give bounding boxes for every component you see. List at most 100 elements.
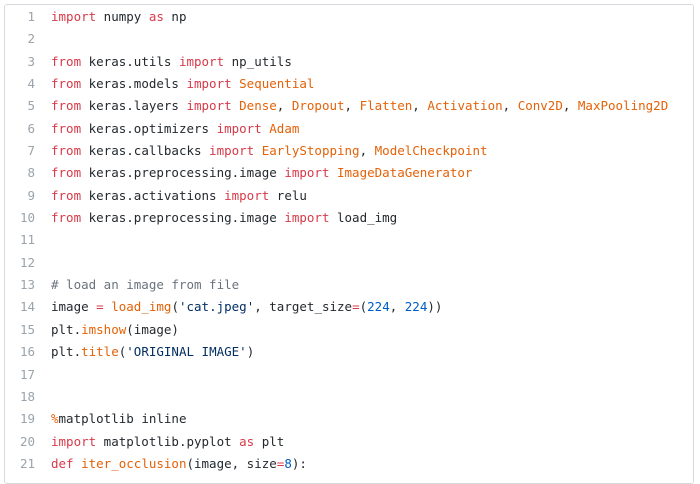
code-token: import [284,210,330,226]
code-token: ImageDataGenerator [337,165,473,181]
code-token: def [51,455,74,471]
code-line[interactable]: 18 [5,386,693,408]
code-line[interactable]: 5 from keras.layers import Dense, Dropout… [5,95,693,117]
code-token: as [239,433,255,449]
code-token: keras.preprocessing.image [81,210,285,226]
code-line[interactable]: 7 from keras.callbacks import EarlyStoppi… [5,140,693,162]
code-token: from [51,98,82,114]
line-number: 10 [19,210,35,226]
code-token: ( [359,299,368,315]
line-number: 13 [19,277,35,293]
code-token: from [51,143,82,159]
code-token: import [51,433,97,449]
line-number: 11 [19,232,35,248]
code-token: keras.preprocessing.image [81,165,285,181]
code-token: import [186,98,232,114]
line-number: 18 [19,388,35,404]
code-token: imshow [81,321,127,337]
code-token: 8 [284,455,292,471]
code-token: (image, size [186,455,277,471]
line-number: 14 [19,299,35,315]
code-token: = [96,299,104,315]
code-line[interactable]: 13 # load an image from file [5,274,693,296]
code-token: ): [291,455,307,471]
code-token: 224 [367,299,390,315]
code-token: , [276,98,292,114]
code-token: matplotlib inline [58,411,187,427]
line-code: from keras.optimizers import Adam [51,118,299,140]
line-code: from keras.preprocessing.image import lo… [51,207,397,229]
code-line[interactable]: 19%matplotlib inline [5,408,693,430]
code-line[interactable]: 10 from keras.preprocessing.image import … [5,207,693,229]
code-token: # load an image from file [51,277,240,293]
code-line[interactable]: 17 [5,364,693,386]
code-token: ( [171,299,179,315]
line-number: 12 [19,254,35,270]
code-token: % [51,411,59,427]
code-token: )) [427,299,443,315]
code-token: = [352,299,360,315]
line-number: 8 [27,165,35,181]
line-code: from keras.activations import relu [51,185,307,207]
line-number: 3 [27,53,35,69]
code-line[interactable]: 12 [5,252,693,274]
code-token: image [51,299,97,315]
code-token: keras.activations [81,187,225,203]
line-number: 2 [27,31,35,47]
code-token: numpy [96,9,149,24]
code-token: 224 [404,299,428,315]
code-token: Dense [239,98,277,114]
code-token: np [163,9,187,24]
code-token: as [148,9,164,24]
line-number: 5 [27,98,35,114]
line-code: from keras.callbacks import EarlyStoppin… [51,140,488,162]
code-token: ( [118,344,127,360]
code-token: Flatten [359,98,413,114]
code-token: , [344,98,360,114]
code-token: title [81,344,119,360]
line-number: 4 [27,76,35,92]
code-token: plt. [51,321,82,337]
code-line[interactable]: 6 from keras.optimizers import Adam [5,118,693,140]
code-token: 'ORIGINAL IMAGE' [126,344,247,360]
line-code: from keras.layers import Dense, Dropout,… [51,95,668,117]
code-token: , [412,98,428,114]
line-code: import numpy as np [51,6,186,28]
line-code: plt.title('ORIGINAL IMAGE') [51,341,254,363]
code-token: import [224,187,270,203]
line-number: 17 [19,366,35,382]
code-token: keras.optimizers [81,120,217,136]
code-token: , target_size [254,299,353,315]
code-token: import [186,76,232,92]
line-code: # load an image from file [51,274,239,296]
code-line[interactable]: 2 [5,28,693,50]
code-token: keras.layers [81,98,187,114]
code-token: keras.models [81,76,187,92]
code-token: plt [254,433,285,449]
code-token: , [359,143,375,159]
line-number: 6 [27,120,35,136]
code-token: plt. [51,344,82,360]
line-number: 7 [27,143,35,159]
code-token: Activation [427,98,503,114]
code-line[interactable]: 11 [5,229,693,251]
code-token: EarlyStopping [261,143,360,159]
code-token: , [562,98,578,114]
line-number: 20 [19,433,35,449]
code-token: import [178,53,225,69]
code-token: import [284,165,330,181]
code-token: import [51,9,97,24]
code-token: ) [246,344,255,360]
code-token: , [389,299,405,315]
